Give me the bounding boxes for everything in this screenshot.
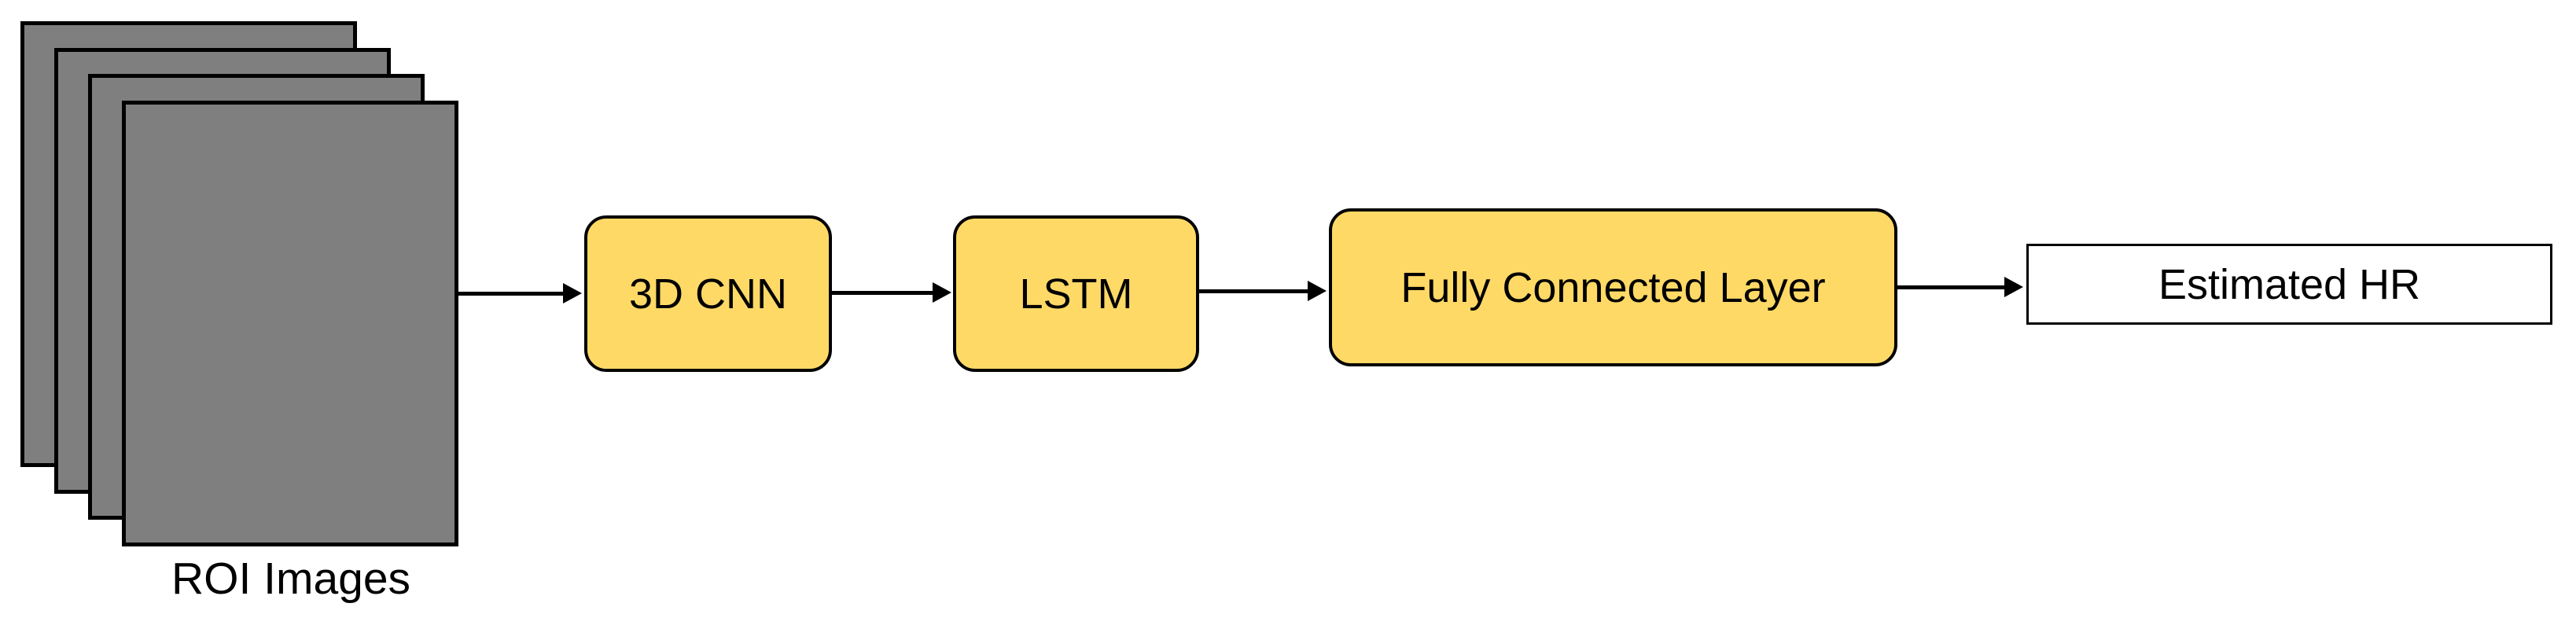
- arrow-shaft: [1897, 285, 2006, 289]
- node-fully-connected-layer-label: Fully Connected Layer: [1400, 263, 1826, 311]
- node-estimated-hr-label: Estimated HR: [2158, 260, 2421, 308]
- roi-images-label: ROI Images: [171, 554, 411, 604]
- arrowhead-icon: [933, 282, 951, 303]
- arrowhead-icon: [1308, 281, 1327, 301]
- arrow-shaft: [458, 292, 565, 296]
- node-lstm: LSTM: [953, 215, 1199, 372]
- arrow-shaft: [832, 291, 934, 295]
- arrowhead-icon: [563, 283, 582, 303]
- roi-image: [122, 101, 458, 546]
- node-lstm-label: LSTM: [1019, 270, 1133, 318]
- node-fully-connected-layer: Fully Connected Layer: [1329, 208, 1897, 366]
- arrowhead-icon: [2004, 277, 2023, 297]
- node-3d-cnn: 3D CNN: [584, 215, 832, 372]
- node-3d-cnn-label: 3D CNN: [628, 270, 788, 318]
- node-estimated-hr: Estimated HR: [2026, 244, 2552, 325]
- arrow-shaft: [1199, 289, 1309, 293]
